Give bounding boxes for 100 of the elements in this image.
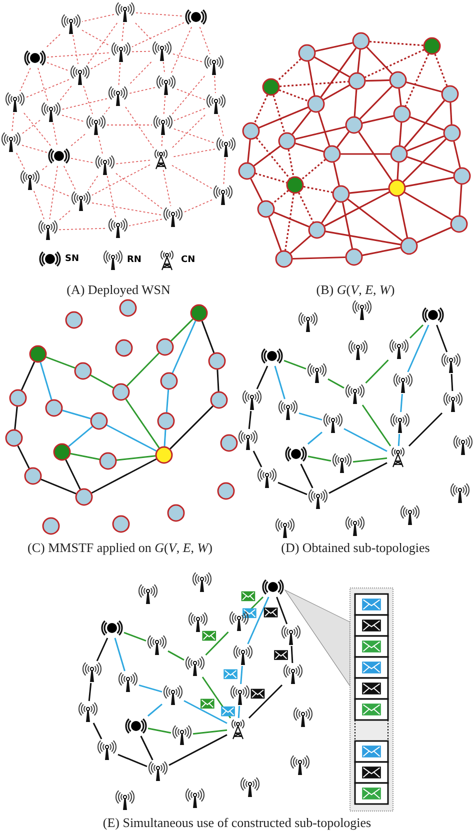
link-line [284,193,295,251]
link-line [166,390,170,412]
link-line [172,114,206,148]
link-line [132,22,184,48]
node-circle [393,105,411,123]
link-line [24,112,52,146]
link-line [184,199,212,213]
link-line [138,684,162,693]
link-line [238,706,240,718]
antenna-icon [85,114,107,136]
antenna-icon [347,339,369,361]
node-circle [29,345,47,363]
antenna-icon [239,776,261,798]
node-circle [45,399,63,417]
link-line [174,108,206,122]
link-line [328,378,344,389]
link-line [83,86,93,114]
link-line [370,40,424,46]
beacon-icon [100,618,124,638]
link-line [358,132,393,182]
node-circle [210,391,228,409]
antenna-icon [70,190,92,212]
antenna-icon [306,362,328,384]
beacon-icon [23,48,47,68]
antenna-icon [274,517,296,539]
link-line [254,94,268,124]
link-line [114,638,126,672]
node-circle [155,446,173,464]
node-circle [275,250,293,268]
link-line [295,142,324,152]
link-line [106,176,116,218]
link-line [298,412,322,421]
link-line [49,166,58,220]
link-line [116,172,162,210]
node-circle [278,132,296,150]
link-line [255,172,287,184]
link-line [453,141,461,168]
link-line [168,734,228,766]
link-line [323,84,350,100]
link-line [161,136,163,148]
antenna-icon [147,760,169,782]
node-circle [112,383,130,401]
link-line [124,632,146,642]
link-line [247,596,270,644]
link-line [122,22,124,42]
link-line [70,158,94,164]
link-line [26,79,70,98]
antenna-icon [215,136,237,158]
link-line [406,81,442,93]
link-line [248,410,252,430]
link-line [436,324,448,352]
legend-label: SN [65,254,80,264]
node-circle [42,517,60,535]
node-circle [298,44,316,62]
node-circle [308,221,326,239]
link-line [174,128,216,144]
antenna-icon [155,74,177,96]
link-line [318,112,330,146]
link-line [402,138,446,182]
link-line [45,34,60,48]
antenna-icon [229,684,251,706]
node-circle [400,237,418,255]
link-line [128,218,162,226]
node-circle [388,179,406,197]
link-line [248,684,283,719]
antenna-icon [241,389,263,411]
link-line [20,68,31,92]
antenna-icon [0,131,22,153]
link-line [92,202,162,216]
antenna-icon [399,504,421,526]
link-line [288,149,294,177]
link-line [88,682,92,702]
antenna-icon [96,739,118,761]
link-line [434,54,448,86]
antenna-icon [114,789,136,811]
link-line [168,650,184,661]
link-line [216,370,220,392]
link-line [58,228,108,230]
link-line [16,152,25,170]
node-circle [441,85,459,103]
node-circle [238,162,256,180]
antenna-icon [351,299,373,321]
link-line [172,76,206,114]
link-line [362,404,392,446]
antenna-icon [203,54,225,76]
link-line [46,52,110,58]
link-line [406,135,444,152]
link-line [70,134,86,146]
antenna-icon [69,64,91,86]
link-line [118,754,148,768]
link-line [404,192,452,220]
antenna-icon [162,684,184,706]
link-line [104,106,110,114]
link-line [344,428,388,452]
antenna-icon [151,40,173,62]
link-line [308,456,332,462]
antenna-icon [146,634,168,656]
node-circle [74,362,92,380]
antenna-icon [452,434,474,456]
antenna-icon [449,482,471,504]
